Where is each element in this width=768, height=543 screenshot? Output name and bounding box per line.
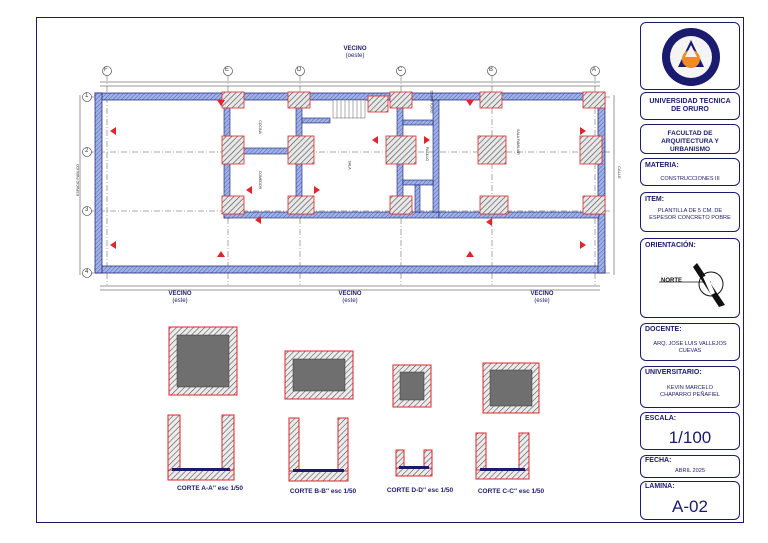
docente-value: ARQ. JOSE LUIS VALLEJOS CUEVAS	[653, 341, 727, 354]
item-box: ITEM: PLANTILLA DE 5 CM. DE ESPESOR CONC…	[640, 192, 740, 232]
axis-number-4: 4	[85, 269, 89, 275]
section-c-drawing	[475, 432, 530, 480]
bottom-neighbor-label-center: VECINO (este)	[338, 291, 362, 304]
fecha-value: ABRIL 2025	[675, 468, 705, 474]
axis-letter-E: E	[225, 67, 230, 73]
docente-box: DOCENTE: ARQ. JOSE LUIS VALLEJOS CUEVAS	[640, 323, 740, 361]
fecha-label: FECHA:	[645, 457, 672, 464]
footing-plan-c	[482, 362, 540, 414]
section-markers	[110, 100, 586, 257]
dimension-lines	[79, 81, 615, 291]
top-neighbor-label: VECINO (oeste)	[343, 46, 367, 59]
section-title-b: CORTE B-B'' esc 1/50	[289, 488, 357, 495]
footing-plan-d	[392, 364, 432, 408]
section-a-drawing	[167, 414, 235, 481]
orientation-box: ORIENTACIÓN: NORTE	[640, 238, 740, 318]
axis-letter-C: C	[398, 67, 403, 73]
faculty-name: FACULTAD DE ARQUITECTURA Y URBANISMO	[661, 130, 719, 153]
section-title-d: CORTE D-D'' esc 1/50	[386, 487, 454, 494]
footings	[221, 91, 606, 215]
materia-label: MATERIA:	[645, 162, 679, 169]
lamina-box: LAMINA: A-02	[640, 481, 740, 520]
escala-value: 1/100	[668, 428, 712, 447]
fecha-box: FECHA: ABRIL 2025	[640, 455, 740, 478]
item-label: ITEM:	[645, 196, 665, 203]
axis-letter-D: D	[297, 67, 302, 73]
axis-letter-F: F	[104, 67, 108, 73]
escala-label: ESCALA:	[645, 415, 677, 422]
footing-plan-b	[284, 350, 354, 400]
universitario-value: KEVIN MARCELO CHAPARRO PEÑAFIEL	[660, 385, 720, 398]
axis-letter-B: B	[489, 67, 494, 73]
axis-bubbles	[82, 66, 600, 278]
lamina-label: LAMINA:	[645, 483, 675, 490]
materia-box: MATERIA: CONSTRUCCIONES III	[640, 158, 740, 186]
materia-value: CONSTRUCCIONES III	[660, 176, 720, 182]
university-logo	[640, 22, 740, 90]
axis-number-1: 1	[85, 93, 89, 99]
axis-number-3: 3	[85, 207, 89, 213]
university-box: UNIVERSIDAD TECNICA DE ORURO	[640, 92, 740, 120]
bottom-neighbor-label-left: VECINO (este)	[168, 291, 192, 304]
docente-label: DOCENTE:	[645, 326, 682, 333]
universitario-box: UNIVERSITARIO: KEVIN MARCELO CHAPARRO PE…	[640, 366, 740, 408]
drawing-sheet-border	[36, 17, 744, 523]
university-name: UNIVERSIDAD TECNICA DE ORURO	[649, 98, 731, 113]
footing-plan-a	[168, 326, 238, 396]
universitario-label: UNIVERSITARIO:	[645, 369, 702, 376]
orientacion-label: ORIENTACIÓN:	[645, 242, 696, 249]
north-arrow-icon	[659, 263, 725, 307]
item-value: PLANTILLA DE 5 CM. DE ESPESOR CONCRETO P…	[649, 208, 731, 221]
axis-number-2: 2	[85, 148, 89, 154]
axis-letter-A: A	[592, 67, 597, 73]
north-label: NORTE	[661, 278, 682, 284]
section-title-a: CORTE A-A'' esc 1/50	[176, 485, 244, 492]
section-b-drawing	[288, 417, 349, 482]
section-d-drawing	[395, 449, 433, 477]
lamina-value: A-02	[672, 497, 708, 516]
section-title-c: CORTE C-C'' esc 1/50	[477, 488, 545, 495]
escala-box: ESCALA: 1/100	[640, 412, 740, 450]
faculty-box: FACULTAD DE ARQUITECTURA Y URBANISMO	[640, 124, 740, 154]
stairs	[332, 99, 366, 119]
bottom-neighbor-label-right: VECINO (este)	[530, 291, 554, 304]
